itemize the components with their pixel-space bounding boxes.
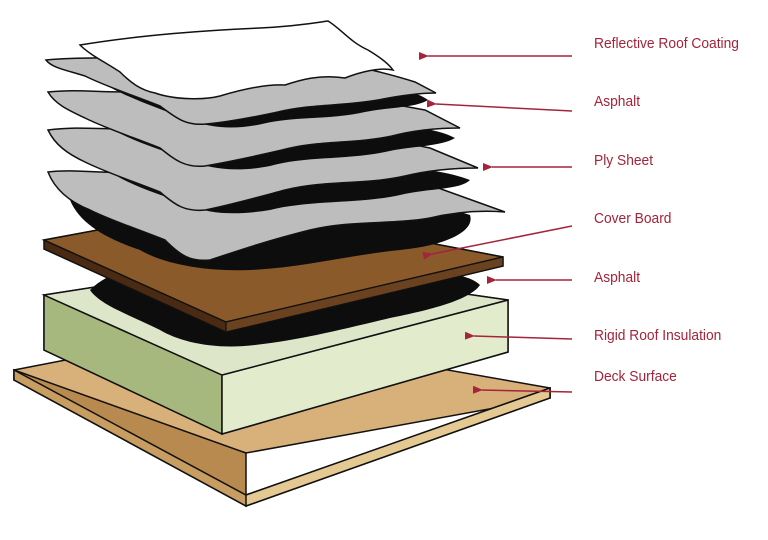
leader-arrows: [419, 52, 573, 394]
deck-surface-right-side: [245, 386, 551, 508]
cover-board-front-edge: [225, 256, 504, 333]
label-cover-board: Cover Board: [594, 210, 672, 227]
label-reflective-roof-coating: Reflective Roof Coating: [594, 35, 739, 52]
arrow-deck-surface: [472, 385, 573, 394]
reflective-roof-coating-sheet: [78, 20, 395, 100]
label-rigid-roof-insulation: Rigid Roof Insulation: [594, 327, 722, 344]
label-asphalt-top: Asphalt: [594, 93, 641, 110]
label-asphalt-bottom: Asphalt: [594, 269, 641, 286]
label-ply-sheet: Ply Sheet: [594, 152, 654, 169]
label-deck-surface: Deck Surface: [594, 368, 677, 385]
arrow-asphalt-top: [426, 99, 573, 112]
arrow-cover-board: [422, 225, 573, 260]
arrow-rigid-roof-insulation: [464, 331, 573, 340]
